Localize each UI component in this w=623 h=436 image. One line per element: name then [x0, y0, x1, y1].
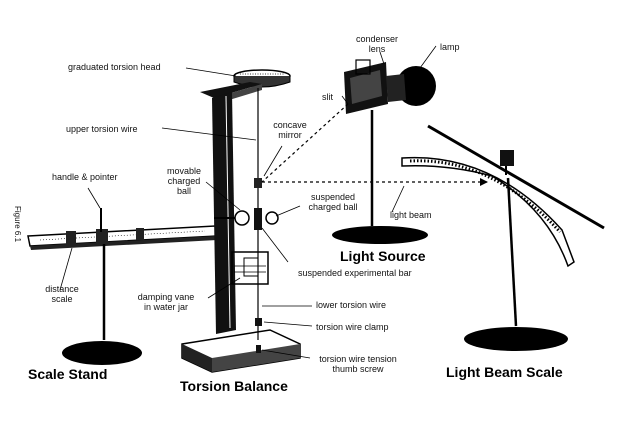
thumb-screw-label-line-2: thumb screw [332, 364, 384, 374]
light-beam-scale [401, 124, 605, 351]
light-beam-path [261, 103, 488, 186]
graduated-torsion-head-label: graduated torsion head [68, 62, 161, 72]
lower-torsion-wire-label: lower torsion wire [316, 300, 387, 310]
upper-torsion-wire-label: upper torsion wire [66, 124, 138, 134]
light-beam-scale-title: Light Beam Scale [446, 364, 563, 380]
torsion-balance [181, 69, 301, 373]
handle-pointer-label: handle & pointer [52, 172, 118, 182]
movable-charged-ball-label: movable charged ball [160, 166, 208, 196]
movable-charged-ball-label-line-1: movable [166, 166, 202, 176]
lamp-label: lamp [440, 42, 460, 52]
distance-scale-label-line-1: distance [45, 284, 79, 294]
condenser-lens-label-line-1: condenser [355, 34, 399, 44]
suspended-experimental-bar-label: suspended experimental bar [298, 268, 412, 278]
condenser-lens-label-line-2: lens [368, 44, 386, 54]
slit-label: slit [322, 92, 333, 102]
leader-lines [59, 45, 437, 359]
damping-vane-label-line-2: in water jar [143, 302, 188, 312]
damping-vane-label: damping vane in water jar [126, 292, 206, 312]
concave-mirror-label: concave mirror [270, 120, 310, 140]
suspended-charged-ball-label: suspended charged ball [298, 192, 368, 212]
suspended-charged-ball-label-line-2: charged ball [308, 202, 358, 212]
suspended-charged-ball-label-line-1: suspended [310, 192, 356, 202]
scale-stand [27, 208, 218, 365]
light-source-title: Light Source [340, 248, 426, 264]
concave-mirror-label-line-2: mirror [278, 130, 302, 140]
condenser-lens-label: condenser lens [352, 34, 402, 54]
scale-stand-title: Scale Stand [28, 366, 108, 382]
torsion-balance-title: Torsion Balance [180, 378, 288, 394]
thumb-screw-label: torsion wire tension thumb screw [312, 354, 404, 374]
figure-number-label: Figure 6.1 [13, 206, 22, 243]
light-source [332, 59, 436, 244]
movable-charged-ball-label-line-3: ball [176, 186, 191, 196]
light-beam-label: light beam [390, 210, 432, 220]
thumb-screw-label-line-1: torsion wire tension [319, 354, 397, 364]
distance-scale-label: distance scale [40, 284, 84, 304]
movable-charged-ball-label-line-2: charged [167, 176, 201, 186]
torsion-wire-clamp-label: torsion wire clamp [316, 322, 389, 332]
concave-mirror-label-line-1: concave [273, 120, 307, 130]
distance-scale-label-line-2: scale [51, 294, 73, 304]
damping-vane-label-line-1: damping vane [137, 292, 195, 302]
